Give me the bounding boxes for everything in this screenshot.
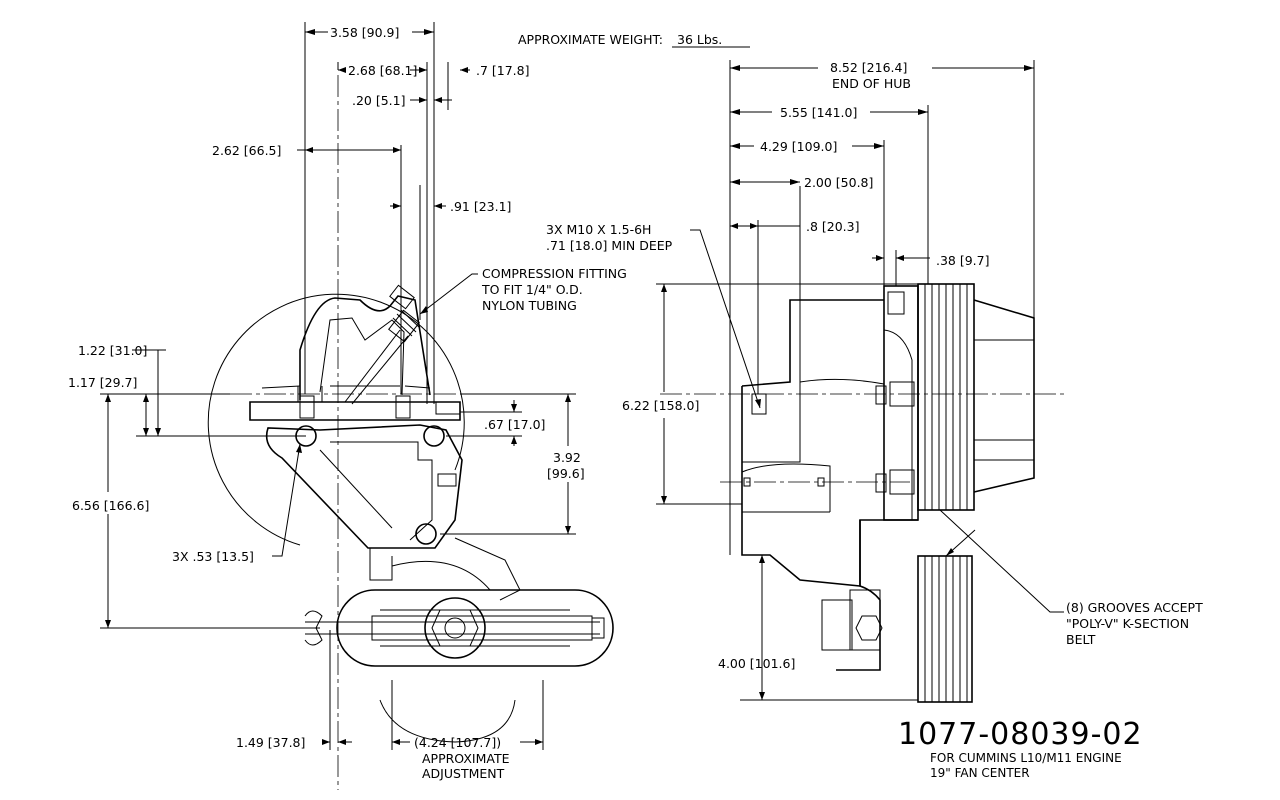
dim-3-92: 3.92 <box>553 450 581 465</box>
tensioner-nut <box>855 615 883 641</box>
compression-fitting <box>388 284 421 343</box>
title-line-2: 19" FAN CENTER <box>930 766 1030 780</box>
dim-4-00: 4.00 [101.6] <box>718 656 795 671</box>
adjust-nut <box>431 609 479 647</box>
dim-4-29: 4.29 [109.0] <box>760 139 837 154</box>
note-fitting-2: TO FIT 1/4" O.D. <box>481 282 583 297</box>
dim-5-55: 5.55 [141.0] <box>780 105 857 120</box>
mount-hole-3 <box>415 523 437 545</box>
flange-bolt-2 <box>889 381 915 407</box>
dim-3-58: 3.58 [90.9] <box>330 25 399 40</box>
dim-8-52-note: END OF HUB <box>832 76 911 91</box>
dim-4-24: (4.24 [107.7]) <box>414 735 501 750</box>
dim-6-22: 6.22 [158.0] <box>622 398 699 413</box>
left-view-geometry <box>207 75 614 790</box>
note-fitting-1: COMPRESSION FITTING <box>482 266 627 281</box>
weight-label: APPROXIMATE WEIGHT: <box>518 32 663 47</box>
adjustment-assembly <box>304 589 614 743</box>
dim-6-56: 6.56 [166.6] <box>72 498 149 513</box>
dim-0-20: .20 [5.1] <box>352 93 406 108</box>
lower-pulley <box>379 699 516 743</box>
casting-inner <box>319 317 405 396</box>
title-line-1: FOR CUMMINS L10/M11 ENGINE <box>930 751 1122 765</box>
dim-0-7: .7 [17.8] <box>476 63 530 78</box>
note-thread-1: 3X M10 X 1.5-6H <box>546 222 651 237</box>
housing-upper <box>741 299 884 387</box>
tensioner-boss <box>821 599 853 651</box>
mount-hole-2 <box>423 425 445 447</box>
note-fitting-3: NYLON TUBING <box>482 298 577 313</box>
dim-2-00: 2.00 [50.8] <box>804 175 873 190</box>
right-view-dimensions: 8.52 [216.4] END OF HUB 5.55 [141.0] 4.2… <box>546 60 1203 701</box>
note-grooves-1: (8) GROOVES ACCEPT <box>1066 600 1203 615</box>
dim-1-17: 1.17 [29.7] <box>68 375 137 390</box>
note-adjust-2: ADJUSTMENT <box>422 766 505 781</box>
weight-note: APPROXIMATE WEIGHT: 36 Lbs. <box>518 32 750 48</box>
bolt-stud-left <box>299 395 315 419</box>
note-thread-2: .71 [18.0] MIN DEEP <box>546 238 673 253</box>
fan-hub <box>973 299 1035 493</box>
dim-1-22: 1.22 [31.0] <box>78 343 147 358</box>
flange-bolt-1 <box>887 291 905 315</box>
note-grooves-3: BELT <box>1066 632 1096 647</box>
dim-0-38: .38 [9.7] <box>936 253 990 268</box>
hub-outline <box>207 293 465 546</box>
dim-2-62: 2.62 [66.5] <box>212 143 281 158</box>
adjust-slot-outer <box>336 589 614 667</box>
casting-upper <box>299 295 431 400</box>
dim-2-68: 2.68 [68.1] <box>348 63 417 78</box>
bracket-plate <box>249 401 461 421</box>
main-pulley <box>917 283 975 511</box>
part-number: 1077-08039-02 <box>898 717 1143 752</box>
left-view-dimensions: 3.58 [90.9] 2.68 [68.1] .7 [17.8] .20 [5… <box>68 22 627 781</box>
flange-bolt-3 <box>889 469 915 495</box>
fitting-port <box>435 401 461 415</box>
note-adjust-1: APPROXIMATE <box>422 751 510 766</box>
right-view-geometry <box>660 283 1065 703</box>
mounting-flange <box>883 285 919 521</box>
note-grooves-2: "POLY-V" K-SECTION <box>1066 616 1189 631</box>
dim-0-8: .8 [20.3] <box>806 219 860 234</box>
arm-body <box>265 424 463 549</box>
dim-1-49: 1.49 [37.8] <box>236 735 305 750</box>
tapped-hole <box>751 393 767 415</box>
tensioner-arm <box>836 520 881 671</box>
bolt-stud-right <box>395 395 411 419</box>
dim-99-6: [99.6] <box>547 466 585 481</box>
idler-pulley <box>917 555 973 703</box>
dim-8-52: 8.52 [216.4] <box>830 60 907 75</box>
weight-value: 36 Lbs. <box>677 32 722 47</box>
dim-0-91: .91 [23.1] <box>450 199 511 214</box>
dim-3x-0-53: 3X .53 [13.5] <box>172 549 254 564</box>
title-block: 1077-08039-02 FOR CUMMINS L10/M11 ENGINE… <box>898 717 1143 780</box>
adjust-pivot-outer <box>424 597 486 659</box>
dim-0-67: .67 [17.0] <box>484 417 545 432</box>
adjusting-rod <box>305 621 600 635</box>
